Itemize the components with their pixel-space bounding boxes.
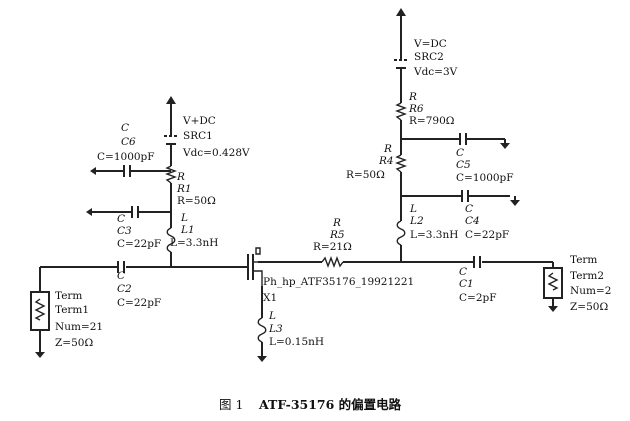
r4-name-label: R4 <box>378 155 394 167</box>
r6-value-label: R=790Ω <box>409 115 455 127</box>
l1-name-label: L1 <box>180 224 195 236</box>
r1-value-label: R=50Ω <box>177 195 216 207</box>
term1-num-label: Num=21 <box>55 321 103 333</box>
c6-value-label: C=1000pF <box>97 151 155 163</box>
l3-inductor <box>257 317 267 362</box>
c5-value-label: C=1000pF <box>456 172 514 184</box>
c5-type-label: C <box>456 147 464 159</box>
r4-value-label: R=50Ω <box>346 169 385 181</box>
c1-type-label: C <box>459 266 467 278</box>
c5-capacitor <box>401 133 510 149</box>
x1-transistor <box>247 247 263 286</box>
r6-resistor <box>395 102 407 121</box>
x1-name-label: X1 <box>263 292 277 304</box>
c1-capacitor <box>473 256 481 268</box>
term2-name-label: Term2 <box>570 270 604 282</box>
figure-number: 图 1 <box>219 397 243 412</box>
term2-port <box>543 262 563 312</box>
r1-name-label: R1 <box>176 183 192 195</box>
term2-num-label: Num=2 <box>570 285 611 297</box>
c5-name-label: C5 <box>456 159 471 171</box>
l3-type-label: L <box>268 310 276 322</box>
term1-name-label: Term1 <box>55 304 89 316</box>
src2-dc-source <box>394 8 408 69</box>
term1-type-label: Term <box>55 290 82 302</box>
l1-inductor <box>166 227 176 253</box>
c2-capacitor <box>117 261 125 273</box>
l2-name-label: L2 <box>409 215 424 227</box>
src2-param-label: Vdc=3V <box>413 66 458 78</box>
c2-name-label: C2 <box>117 283 132 295</box>
r4-resistor <box>395 154 407 173</box>
src1-dc-source <box>164 96 178 145</box>
l2-inductor <box>396 220 406 246</box>
c3-value-label: C=22pF <box>117 238 161 250</box>
r1-type-label: R <box>176 171 185 183</box>
r5-type-label: R <box>332 217 341 229</box>
term1-z-label: Z=50Ω <box>55 337 93 349</box>
figure-caption: ATF-35176 的偏置电路 <box>258 397 402 412</box>
r6-name-label: R6 <box>408 103 424 115</box>
c2-value-label: C=22pF <box>117 297 161 309</box>
r6-type-label: R <box>408 91 417 103</box>
l3-value-label: L=0.15nH <box>269 336 324 348</box>
c1-name-label: C1 <box>459 278 474 290</box>
c4-name-label: C4 <box>465 215 480 227</box>
l3-name-label: L3 <box>268 323 283 335</box>
src1-name-label: SRC1 <box>183 130 213 142</box>
l1-type-label: L <box>180 212 188 224</box>
r5-name-label: R5 <box>329 229 345 241</box>
src1-type-label: V+DC <box>182 115 216 127</box>
term1-port <box>30 267 50 358</box>
c3-type-label: C <box>117 213 125 225</box>
c3-name-label: C3 <box>117 225 132 237</box>
c6-name-label: C6 <box>121 136 136 148</box>
c6-capacitor <box>90 165 171 177</box>
c1-value-label: C=2pF <box>459 292 497 304</box>
r4-type-label: R <box>383 143 392 155</box>
l1-value-label: L=3.3nH <box>170 237 218 249</box>
c6-type-label: C <box>121 122 129 134</box>
x1-model-label: Ph_hp_ATF35176_19921221 <box>263 276 414 288</box>
term2-z-label: Z=50Ω <box>570 301 608 313</box>
l2-type-label: L <box>409 203 417 215</box>
r5-value-label: R=21Ω <box>313 241 352 253</box>
src1-param-label: Vdc=0.428V <box>182 147 250 159</box>
r5-resistor <box>321 256 344 268</box>
c4-capacitor <box>401 190 520 206</box>
term2-type-label: Term <box>570 254 597 266</box>
l2-value-label: L=3.3nH <box>410 229 458 241</box>
c4-value-label: C=22pF <box>465 229 509 241</box>
c4-type-label: C <box>465 203 473 215</box>
c3-capacitor <box>86 206 171 218</box>
c2-type-label: C <box>117 270 125 282</box>
src2-type-label: V=DC <box>413 38 447 50</box>
src2-name-label: SRC2 <box>414 51 444 63</box>
r1-resistor <box>165 165 177 184</box>
